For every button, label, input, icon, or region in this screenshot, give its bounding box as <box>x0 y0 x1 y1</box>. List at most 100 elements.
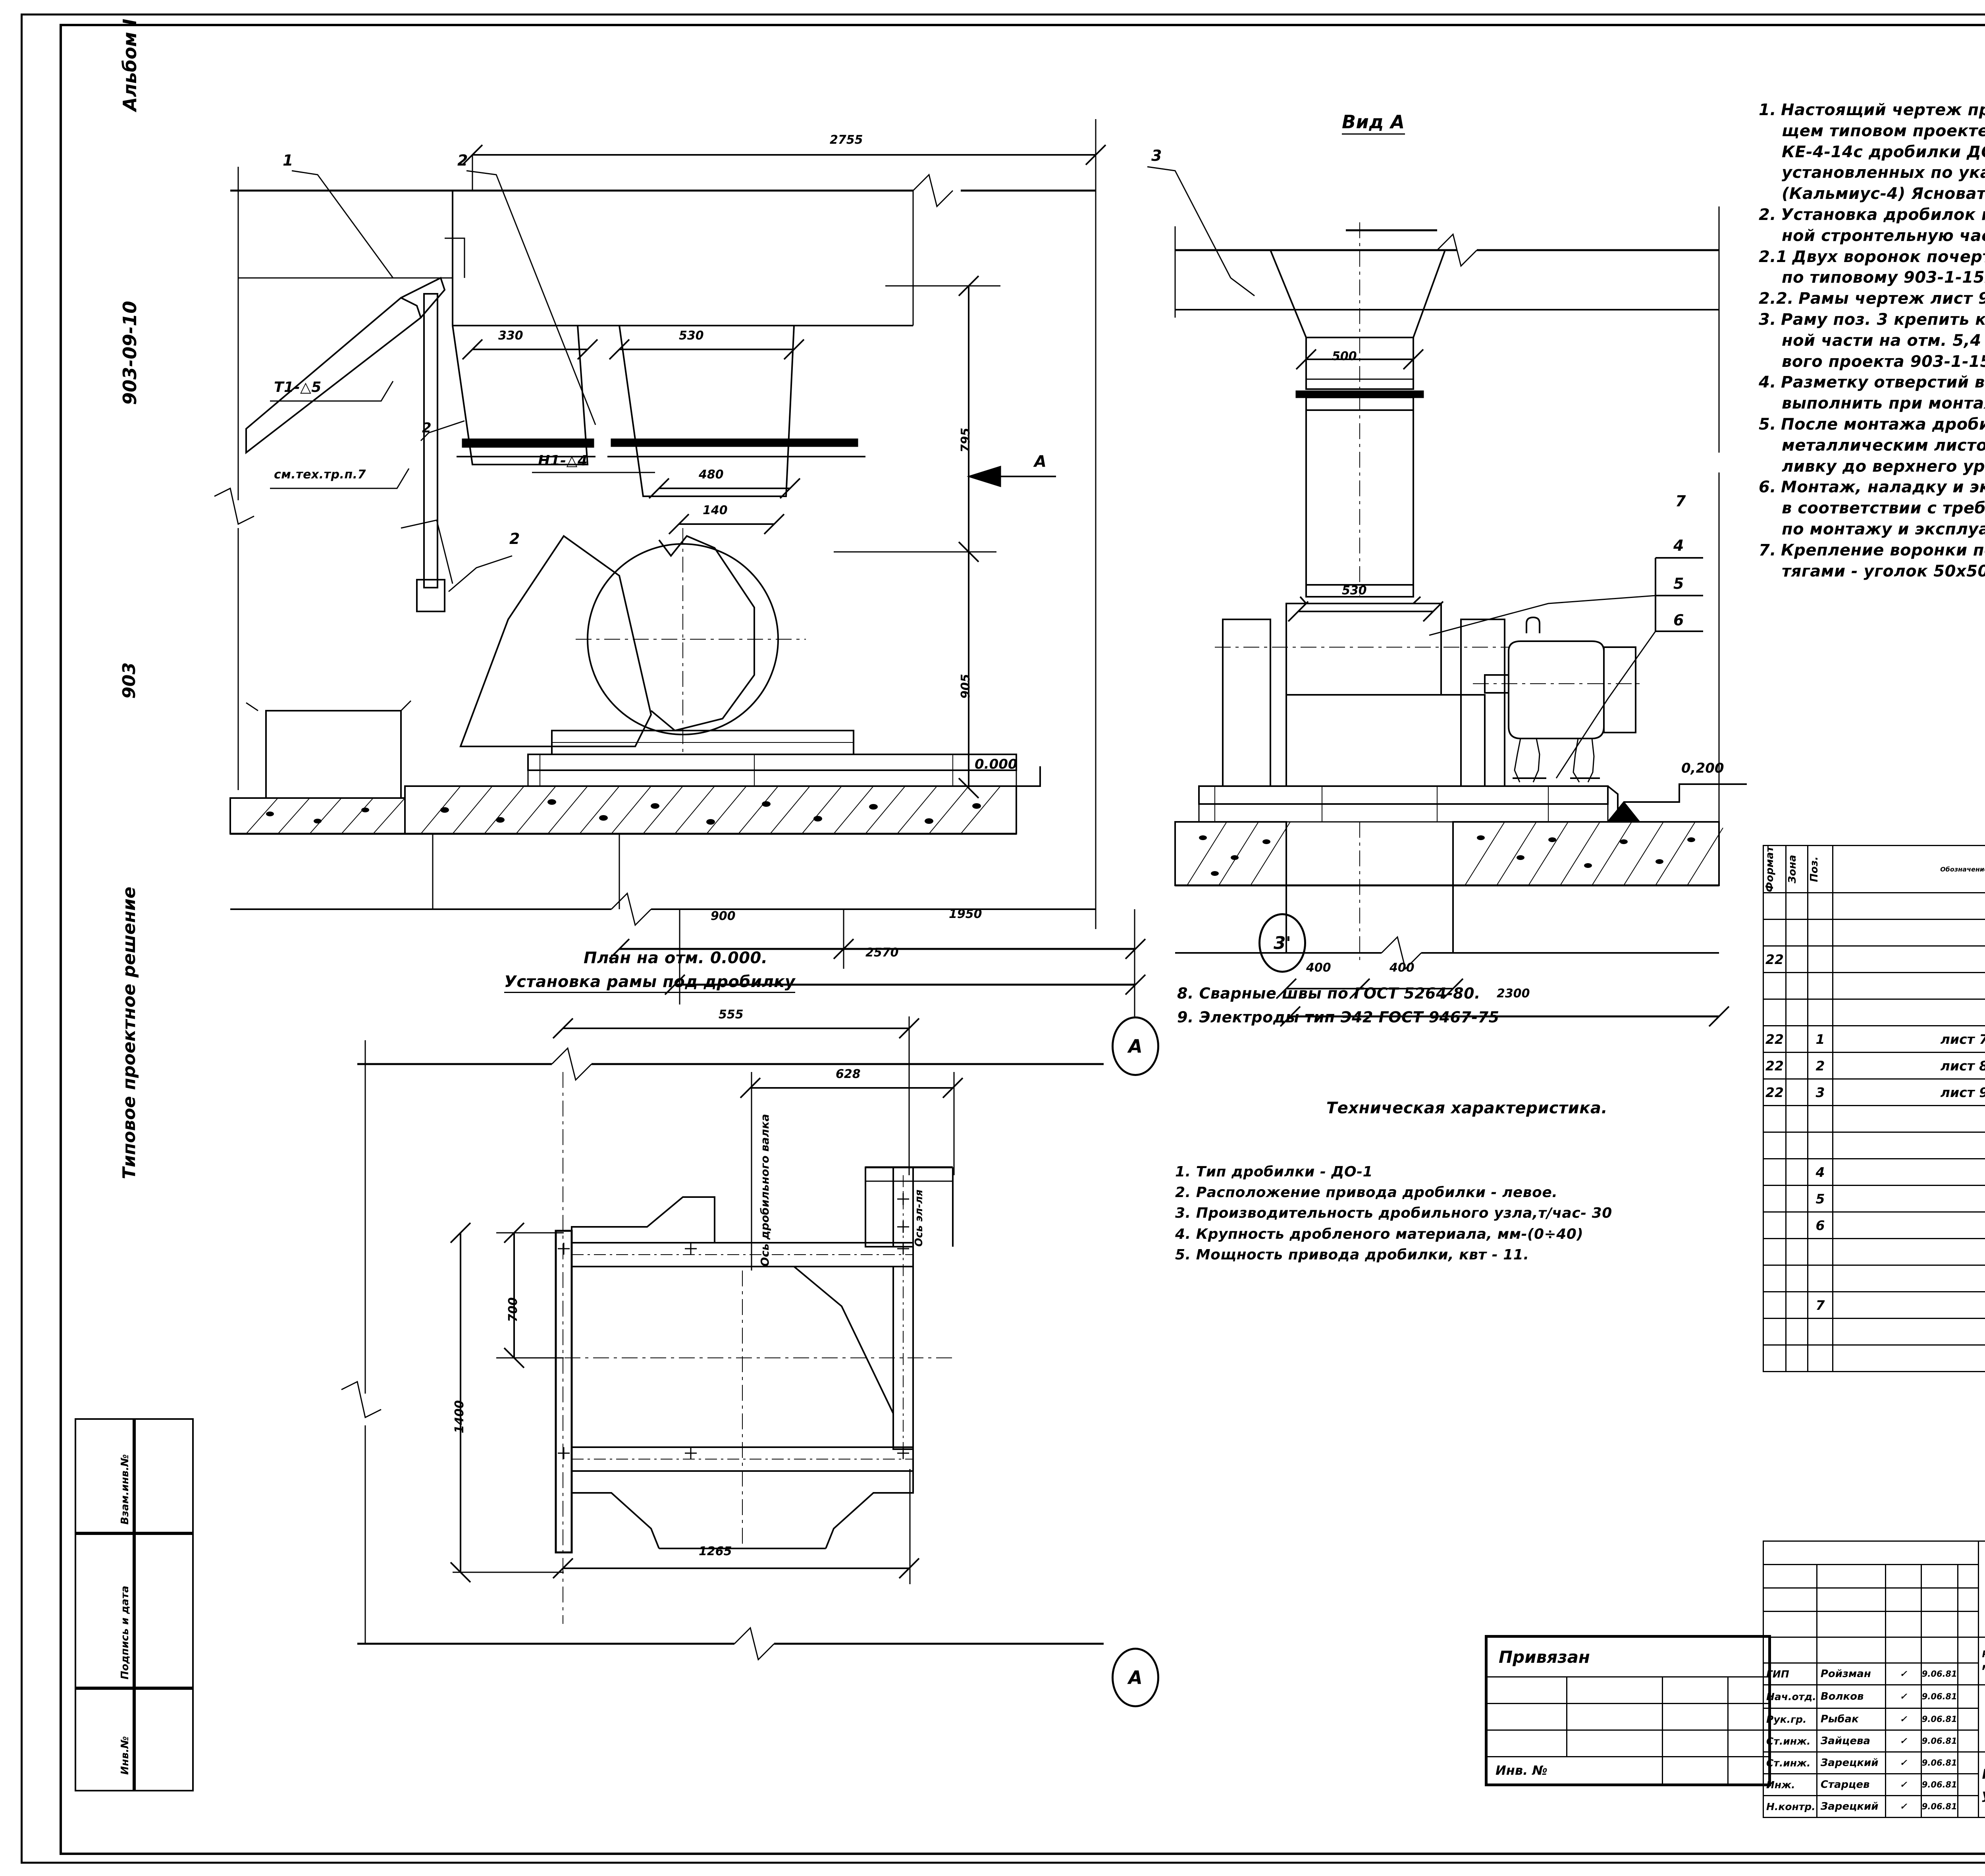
spec-cell-format <box>1763 1344 1786 1373</box>
signer-extra-3 <box>1957 1729 1979 1753</box>
spec-cell-zona <box>1785 1132 1808 1160</box>
tb-signer-row-1: Нач.отд. Волков ✓ 9.06.81 Стадня Лист Ли… <box>1763 1684 1985 1753</box>
spec-cell-zona <box>1785 945 1808 974</box>
tb-rev-a3 <box>1763 1611 1817 1638</box>
tb-rev-b2 <box>1816 1587 1887 1612</box>
spec-cell-poz <box>1807 892 1833 920</box>
tech-req-text: ной стронтельную часть и предусматривает… <box>1782 226 1985 245</box>
leader-pos-4: 4 <box>1673 537 1684 554</box>
specification-table: Формат Зона Поз. Обозначение Наименовани… <box>1763 844 1985 1373</box>
signer-date-0: 9.06.81 <box>1920 1662 1958 1685</box>
signer-name-2: Рыбак <box>1816 1708 1887 1731</box>
signer-extra-2 <box>1957 1708 1979 1731</box>
dim-1400: 1400 <box>453 1400 466 1434</box>
dim-628: 628 <box>836 1067 861 1081</box>
dim-795: 795 <box>959 428 973 453</box>
spec-cell-format <box>1763 999 1786 1027</box>
tech-char-item: 2. Расположение привода дробилки - левое… <box>1175 1184 1558 1201</box>
signer-signature-1: ✓ <box>1885 1684 1922 1709</box>
spec-cell-poz <box>1807 999 1833 1027</box>
tech-req-text: Настоящий чертеж предусматривает установ… <box>1781 101 1985 119</box>
privyazan-c2r3 <box>1566 1729 1663 1757</box>
spec-cell-poz <box>1807 1132 1833 1160</box>
signer-role-3: Ст.инж. <box>1763 1729 1817 1753</box>
tb-signer-row-0: ГИП Ройзман ✓ 9.06.81 <box>1763 1662 1985 1685</box>
spec-cell-oboz <box>1832 1344 1985 1373</box>
stamp-box-inv-right <box>134 1688 194 1791</box>
stamp-box-podpis-right <box>134 1533 194 1688</box>
axis-motor-label: Ось эл-ля <box>913 1190 925 1247</box>
spec-cell-format <box>1763 1238 1786 1266</box>
dim-530-viewa: 530 <box>1342 584 1367 598</box>
tb-rev-e2 <box>1957 1587 1979 1612</box>
tb-rev-c <box>1885 1564 1922 1589</box>
spec-cell-format <box>1763 919 1786 947</box>
tech-req-text: вого проекта 903-1-152. <box>1782 352 1985 371</box>
leader-pos-2c: 2 <box>422 420 432 436</box>
spec-cell-oboz: лист 7 <box>1832 1025 1985 1053</box>
signer-role-2: Рук.гр. <box>1763 1708 1817 1731</box>
privyazan-label: Привязан <box>1486 1637 1769 1677</box>
spec-cell-poz: 6 <box>1807 1211 1833 1240</box>
leader-pos-3: 3 <box>1151 147 1162 164</box>
tech-req-text: металлическим листом δ=4мм и выполнить б… <box>1782 436 1985 455</box>
signer-name-1: Волков <box>1816 1684 1887 1709</box>
spec-table-row: 22Сборочный чертеж <box>1763 945 1985 974</box>
signer-name-4: Зарецкий <box>1816 1751 1887 1774</box>
tb-rev-a2 <box>1763 1587 1817 1612</box>
tech-req-text: ливку до верхнего уровня опорной рамы. <box>1782 457 1985 476</box>
tech-req-text: (Кальмиус-4) Ясноватского машзавода. <box>1782 185 1985 203</box>
tech-char-item: 3. Производительность дробильного узла,т… <box>1175 1205 1612 1222</box>
tech-req-number: 4. <box>1759 373 1777 392</box>
spec-cell-zona <box>1785 892 1808 920</box>
stamp-label-podpis: Подпись и дата <box>119 1585 131 1679</box>
signer-extra-0 <box>1957 1662 1979 1685</box>
tb-rev-b <box>1816 1564 1887 1589</box>
signer-date-2: 9.06.81 <box>1920 1708 1958 1731</box>
tech-req-text: Крепление воронки поз.1 произвести при м… <box>1781 541 1985 559</box>
dim-900: 900 <box>711 909 736 923</box>
spec-cell-zona <box>1785 1265 1808 1293</box>
signer-extra-1 <box>1957 1684 1979 1709</box>
series-label: 903 <box>119 662 139 699</box>
tb-rev-e4 <box>1957 1637 1979 1664</box>
spec-cell-oboz <box>1832 892 1985 920</box>
tb-rev-d2 <box>1920 1587 1958 1612</box>
spec-cell-zona <box>1785 1238 1808 1266</box>
dim-530: 530 <box>679 329 704 343</box>
tech-req-line: вого проекта 903-1-152. <box>1759 352 1985 372</box>
spec-cell-poz <box>1807 1238 1833 1266</box>
tech-req-title: Техннческие требования: <box>1759 71 1985 95</box>
tech-req-line: 4.Разметку отверстий в раме поз.3 под ус… <box>1759 373 1985 392</box>
signer-role-1: Нач.отд. <box>1763 1684 1817 1709</box>
sheet-frame-inner <box>60 24 1985 1855</box>
spec-cell-format <box>1763 972 1786 1000</box>
tech-req-line: 7.Крепление воронки поз.1 произвести при… <box>1759 541 1985 560</box>
stamp-label-inv: Инв.№ <box>119 1736 131 1775</box>
spec-cell-poz: 1 <box>1807 1025 1833 1053</box>
stamp-box-podpis <box>75 1533 134 1688</box>
object-line-2: устройства <box>1982 1785 1985 1805</box>
tech-char-title-text: Техническая характеристика. <box>1326 1099 1608 1117</box>
view-a-title-text: Вид А <box>1342 111 1405 135</box>
spec-cell-oboz <box>1832 1158 1985 1186</box>
tb-signer-row-3: Ст.инж. Зайцева ✓ 9.06.81 <box>1763 1729 1985 1753</box>
tech-req-text: Установка дробилок по данному чертежу со… <box>1781 205 1985 224</box>
spec-table-row: 4Болт М20х45.46 ГОСТ 7798-7010 <box>1763 1158 1985 1186</box>
note-8: 8. Сварные швы по ГОСТ 5264-80. <box>1177 985 1480 1002</box>
tb-row-2 <box>1763 1564 1985 1589</box>
signer-date-3: 9.06.81 <box>1920 1729 1958 1753</box>
spec-cell-oboz <box>1832 1238 1985 1266</box>
spec-table-row: Прочие изделия <box>1763 1265 1985 1293</box>
dim-2570-main: 2570 <box>865 946 899 960</box>
spec-header-row: Формат Зона Поз. Обозначение Наименовани… <box>1763 844 1985 894</box>
spec-cell-zona <box>1785 972 1808 1000</box>
tech-req-line: 2.2.Рамы чертеж лист 9 для установки на … <box>1759 289 1985 308</box>
tb-rev-e <box>1957 1564 1979 1589</box>
stamp-box-inv <box>75 1688 134 1791</box>
privyazan-block: Привязан Инв. № <box>1485 1635 1771 1786</box>
signer-signature-3: ✓ <box>1885 1729 1922 1753</box>
spec-cell-poz: 5 <box>1807 1185 1833 1213</box>
tech-req-text: Рамы чертеж лист 9 для установки на ней … <box>1798 289 1985 308</box>
tech-req-number: 6. <box>1759 478 1777 497</box>
